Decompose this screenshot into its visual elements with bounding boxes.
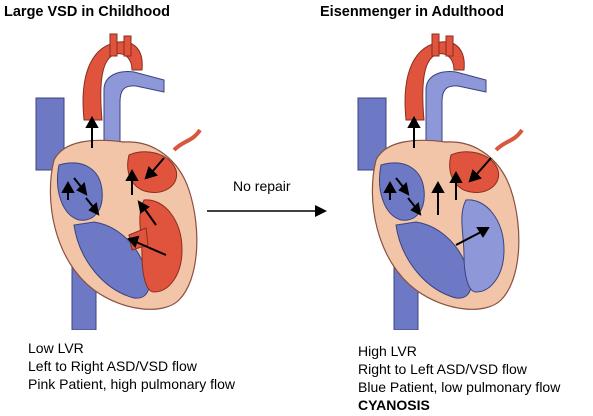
transition: No repair	[205, 178, 335, 228]
caption-childhood: Low LVR Left to Right ASD/VSD flow Pink …	[28, 339, 235, 393]
caption-line: Pink Patient, high pulmonary flow	[28, 375, 235, 393]
caption-line: Low LVR	[28, 339, 235, 357]
panel-adulthood: Eisenmenger in Adulthood High LVR Right …	[318, 0, 578, 416]
caption-line: Right to Left ASD/VSD flow	[358, 360, 560, 378]
caption-line: High LVR	[358, 342, 560, 360]
panel-title-childhood: Large VSD in Childhood	[4, 4, 170, 20]
caption-line: Left to Right ASD/VSD flow	[28, 357, 235, 375]
caption-adulthood: High LVR Right to Left ASD/VSD flow Blue…	[358, 342, 560, 414]
heart-illustration-childhood	[24, 30, 224, 330]
cyanosis-label: CYANOSIS	[358, 396, 560, 414]
right-arrow-icon	[205, 200, 330, 222]
transition-label: No repair	[233, 178, 291, 194]
heart-illustration-adulthood	[346, 30, 546, 330]
panel-title-adulthood: Eisenmenger in Adulthood	[320, 4, 504, 20]
caption-line: Blue Patient, low pulmonary flow	[358, 378, 560, 396]
